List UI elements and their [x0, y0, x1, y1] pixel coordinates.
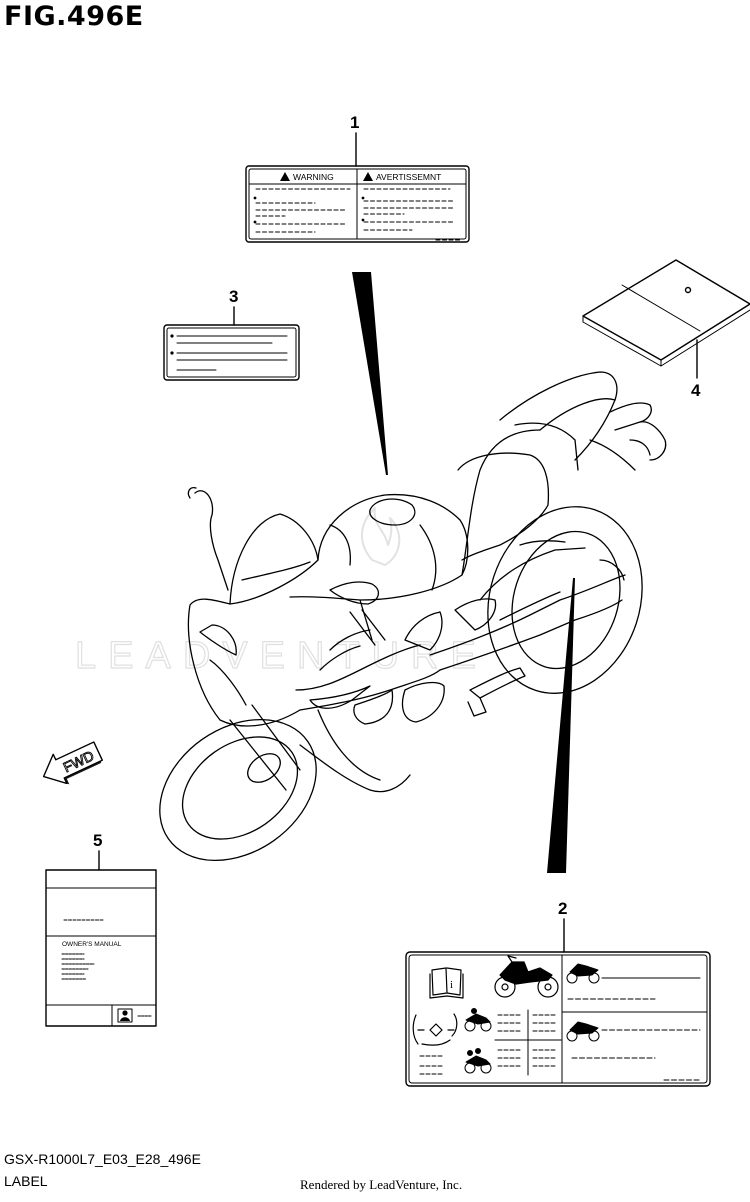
motorcycle-icon [494, 955, 559, 998]
callout-number-5: 5 [93, 831, 102, 850]
watermark-text: LEADVENTURE [75, 635, 488, 677]
watermark-logo [360, 507, 401, 566]
tire-pressure-icon [412, 1013, 458, 1046]
forward-direction-arrow: FWD [43, 741, 103, 785]
warning-heading: WARNING [293, 172, 334, 182]
callout-3: 3 [229, 287, 238, 326]
owners-manual-heading: OWNER'S MANUAL [62, 941, 122, 948]
info-label-part [163, 324, 300, 381]
avertissement-heading: AVERTISSEMNT [376, 172, 441, 182]
tire-info-label-part: i [405, 951, 711, 1087]
figure-title: FIG.496E [4, 1, 144, 32]
small-motorcycle-icon-1 [566, 963, 600, 984]
warning-triangle-icon [363, 172, 373, 181]
callout-number-1: 1 [350, 113, 359, 132]
callout-number-2: 2 [558, 899, 567, 918]
leader-line-1 [352, 272, 388, 475]
callout-number-4: 4 [691, 381, 701, 400]
sheet-label-part [582, 259, 750, 367]
owners-manual-part: OWNER'S MANUAL [45, 869, 157, 1027]
passenger-rider-icon [464, 1048, 492, 1074]
callout-5: 5 [93, 831, 102, 871]
callout-2: 2 [558, 899, 567, 953]
render-credit: Rendered by LeadVenture, Inc. [300, 1177, 463, 1192]
callout-number-3: 3 [229, 287, 238, 306]
rider-icon [464, 1008, 492, 1032]
small-motorcycle-icon-2 [566, 1021, 600, 1042]
callout-4: 4 [691, 339, 701, 400]
section-name: LABEL [4, 1173, 48, 1189]
svg-text:i: i [450, 979, 453, 991]
motorcycle-outline [159, 371, 667, 862]
warning-triangle-icon [280, 172, 290, 181]
manual-book-icon: i [429, 967, 464, 999]
callout-1: 1 [350, 113, 359, 167]
leader-line-2 [547, 578, 575, 873]
model-code: GSX-R1000L7_E03_E28_496E [4, 1151, 201, 1167]
warning-label-part: WARNING AVERTISSEMNT [245, 165, 470, 243]
